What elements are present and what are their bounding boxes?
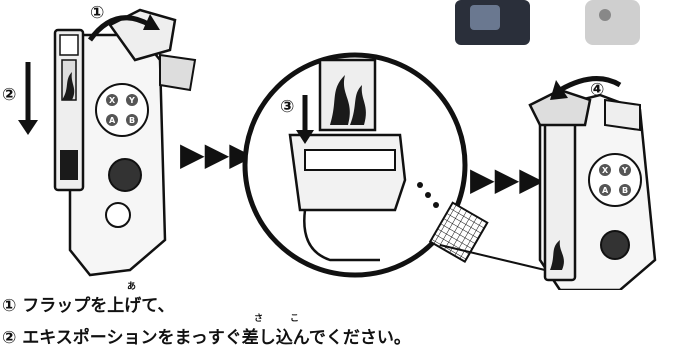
zoom-circle [245, 55, 487, 275]
button-letter: A [602, 186, 609, 195]
step-badge-1: ① [90, 3, 104, 23]
instruction-line-1: ① フラップを上げて、 [2, 291, 174, 316]
button-letter: B [129, 116, 135, 125]
device-open-flap [18, 10, 195, 275]
device-closed [530, 79, 655, 290]
button-letter: B [622, 186, 628, 195]
illustration: ▶▶▶ ▶▶▶ ① ② [0, 0, 676, 290]
potion-base [60, 150, 78, 180]
instruction-line-2: ② エキスポーションをまっすぐ差し込んでください。 [2, 323, 411, 348]
product-photo [585, 0, 640, 45]
chevron-arrow-2: ▶▶▶ [470, 160, 544, 198]
button-letter: X [109, 96, 116, 105]
step-badge-3: ③ [280, 97, 294, 117]
step-badge-2: ② [2, 85, 16, 105]
dial-icon [601, 231, 629, 259]
button-icon [106, 203, 130, 227]
product-photos [455, 0, 640, 45]
button-letter: Y [128, 96, 135, 105]
step-badge-4: ④ [590, 80, 604, 100]
button-letter: Y [621, 166, 628, 175]
button-letter: X [602, 166, 609, 175]
dial-icon [109, 159, 141, 191]
button-letter: A [109, 116, 116, 125]
